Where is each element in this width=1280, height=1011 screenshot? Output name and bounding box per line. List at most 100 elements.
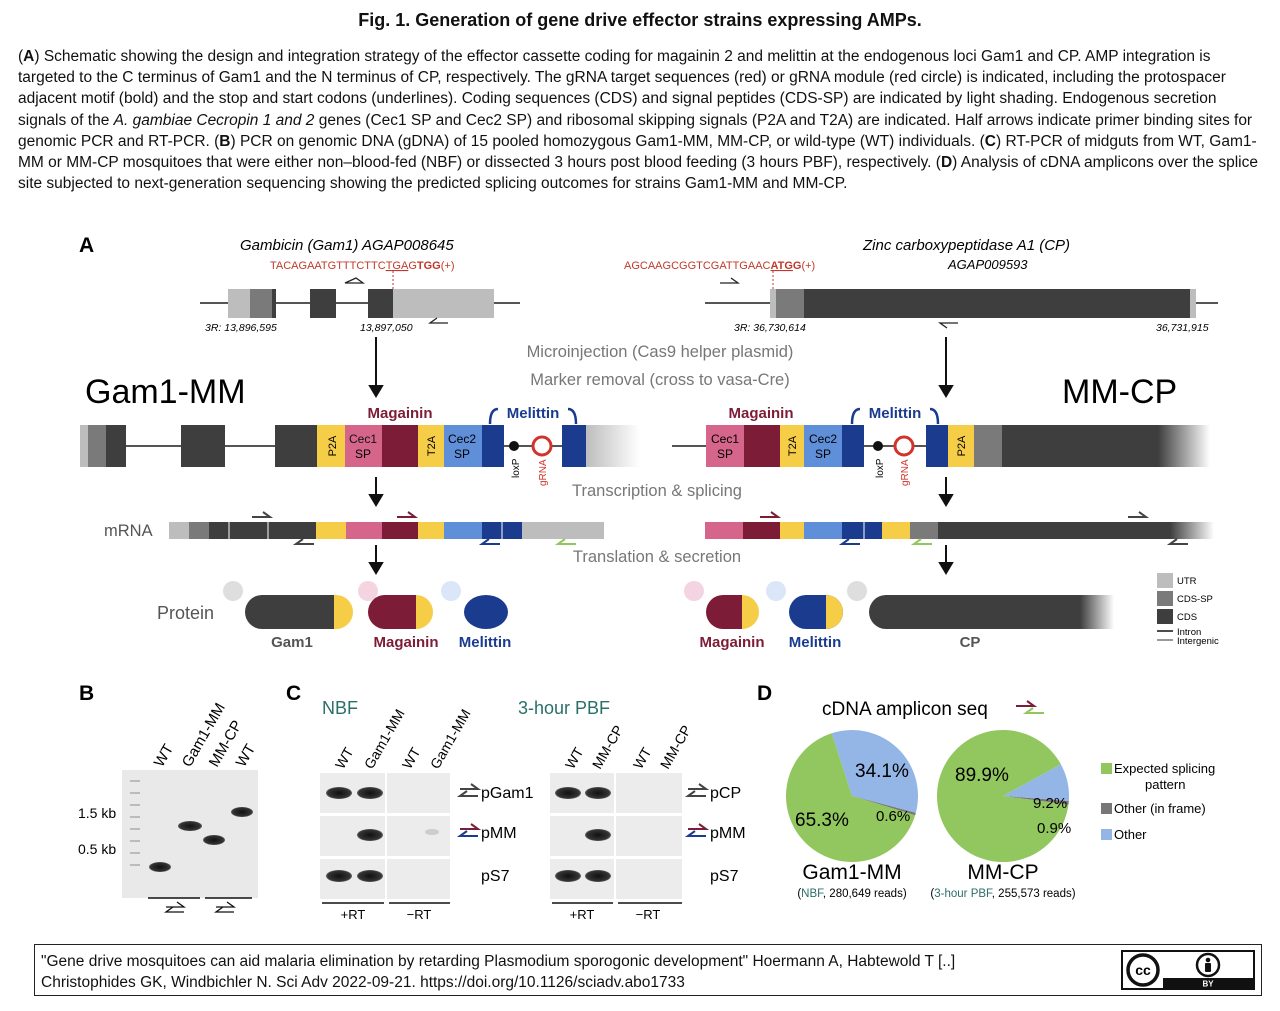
pie-slice-other: [1003, 764, 1069, 801]
cc-icon: [1126, 953, 1160, 987]
gam1-target-seq: TACAGAATGTTTCTTCTGAGTGG(+): [270, 260, 454, 272]
gam1-gene-name: Gambicin (Gam1) AGAP008645: [240, 237, 454, 254]
svg-text:BY: BY: [1202, 980, 1214, 989]
svg-text:MM-CP: MM-CP: [589, 722, 627, 771]
cp-coord-right: 36,731,915: [1156, 322, 1209, 334]
marker-0-5kb: 0.5 kb: [78, 841, 116, 857]
cp-gene-id: AGAP009593: [947, 257, 1028, 272]
pie-slice-other-in-frame-: [852, 796, 916, 816]
gam1-cec2: Cec2: [448, 432, 476, 446]
prot-gam1-label: Gam1: [271, 634, 313, 651]
panel-c-label: C: [286, 682, 301, 705]
panel-d-label: D: [757, 682, 772, 705]
svg-text:Expected splicing: Expected splicing: [1114, 761, 1215, 776]
svg-text:Intron: Intron: [1177, 627, 1201, 638]
marker-1-5kb: 1.5 kb: [78, 805, 116, 821]
pie-gam1-label-expected: 65.3%: [795, 810, 849, 831]
pie-gam1-label-other: 34.1%: [855, 761, 909, 782]
svg-text:−RT: −RT: [407, 907, 432, 922]
pie-slice-expected-splicing-pattern: [786, 733, 916, 863]
citation-line-2: Christophides GK, Windbichler N. Sci Adv…: [41, 974, 685, 991]
cc-by-badge: cc BY: [1121, 950, 1255, 990]
cp-coord-left: 3R: 36,730,614: [734, 322, 806, 334]
svg-text:SP: SP: [815, 447, 831, 461]
gam1-p2a: P2A: [327, 435, 339, 456]
cp-magainin-protein: [706, 595, 742, 629]
gel-b-band-4: [231, 807, 253, 817]
pie-mm-cp: [936, 730, 1069, 863]
prot-cp-melittin-label: Melittin: [789, 634, 842, 651]
gam1-magainin-protein: [368, 595, 416, 629]
gam1-coord-right: 13,897,050: [360, 322, 413, 334]
gam1-coord-left: 3R: 13,896,595: [205, 322, 277, 334]
svg-text:pMM: pMM: [481, 825, 517, 842]
gel-c-nbf: [320, 773, 450, 899]
prot-cp-label: CP: [960, 634, 981, 651]
svg-text:WT: WT: [562, 744, 587, 771]
step-marker-removal: Marker removal (cross to vasa-Cre): [530, 371, 789, 389]
svg-text:WT: WT: [399, 744, 424, 771]
pie-slice-other: [831, 730, 918, 813]
panel-b-label: B: [79, 682, 94, 705]
svg-text:WT: WT: [151, 741, 177, 770]
pie-gam1-label-inframe: 0.6%: [876, 808, 910, 825]
cp-loxp: loxP: [875, 458, 886, 478]
pie-mmcp-label-other: 9.2%: [1033, 795, 1067, 812]
panel-c-nbf: NBF: [322, 698, 358, 718]
svg-text:WT: WT: [233, 741, 259, 770]
svg-text:pS7: pS7: [710, 868, 739, 885]
strain-mm-cp: MM-CP: [1062, 373, 1177, 411]
svg-text:SP: SP: [717, 447, 733, 461]
svg-text:MM-CP: MM-CP: [657, 722, 695, 771]
step-translation: Translation & secretion: [573, 548, 741, 566]
pie-mmcp-reads: (3-hour PBF, 255,573 reads): [930, 888, 1075, 900]
gel-b: [122, 770, 258, 898]
gel-b-band-2: [178, 821, 202, 831]
gel-b-ladder: [130, 780, 140, 866]
svg-text:cc: cc: [1135, 962, 1151, 978]
cp-locus: [705, 289, 1218, 318]
pie-mmcp-label-inframe: 0.9%: [1037, 820, 1071, 837]
cp-gene-name: Zinc carboxypeptidase A1 (CP): [862, 237, 1070, 254]
pie-mmcp-label-expected: 89.9%: [955, 765, 1009, 786]
svg-text:Other: Other: [1114, 827, 1147, 842]
gel-b-band-1: [149, 862, 171, 872]
svg-text:pMM: pMM: [710, 825, 746, 842]
svg-text:pattern: pattern: [1145, 777, 1185, 792]
panel-b-lane-labels: WT Gam1-MM MM-CP WT: [151, 700, 259, 770]
cp-p2a: P2A: [956, 435, 968, 456]
prot-melittin-label: Melittin: [459, 634, 512, 651]
svg-text:pCP: pCP: [710, 785, 741, 802]
cp-grna: gRNA: [900, 459, 911, 486]
prot-cp-magainin-label: Magainin: [699, 634, 764, 651]
gam1-cec1: Cec1: [349, 432, 377, 446]
figure-title: Fig. 1. Generation of gene drive effecto…: [358, 10, 922, 30]
gam1-t2a: T2A: [426, 435, 438, 456]
gam1-protein: [245, 595, 334, 629]
svg-text:Intergenic: Intergenic: [1177, 636, 1219, 647]
cp-target-seq: AGCAAGCGGTCGATTGAACATGG(+): [624, 260, 815, 272]
citation-box: "Gene drive mosquitoes can aid malaria e…: [34, 944, 1262, 996]
step-microinjection: Microinjection (Cas9 helper plasmid): [527, 343, 794, 361]
pie-gam1-reads: (NBF, 280,649 reads): [797, 888, 906, 900]
citation-line-1: "Gene drive mosquitoes can aid malaria e…: [41, 953, 956, 970]
pie-slice-other-in-frame-: [1003, 796, 1069, 805]
svg-text:CDS-SP: CDS-SP: [1177, 594, 1213, 605]
svg-text:+RT: +RT: [341, 907, 366, 922]
svg-text:−RT: −RT: [636, 907, 661, 922]
gam1-loxp: loxP: [511, 458, 522, 478]
gam1-mm-construct: [80, 425, 640, 467]
mm-cp-mrna: [705, 522, 1214, 539]
mm-cp-construct: [672, 425, 1210, 467]
pie-gam1-name: Gam1-MM: [802, 861, 901, 884]
panel-a-label: A: [79, 234, 94, 257]
citation-text: "Gene drive mosquitoes can aid malaria e…: [41, 951, 1111, 993]
figure-caption: (A) Schematic showing the design and int…: [18, 48, 1258, 193]
svg-text:pS7: pS7: [481, 868, 510, 885]
svg-text:UTR: UTR: [1177, 576, 1197, 587]
mrna-label: mRNA: [104, 522, 153, 540]
gam1-mm-mrna: [169, 522, 604, 539]
panel-d-legend: Expected splicing pattern Other (in fram…: [1101, 761, 1215, 842]
cp-cec1: Cec1: [711, 432, 739, 446]
